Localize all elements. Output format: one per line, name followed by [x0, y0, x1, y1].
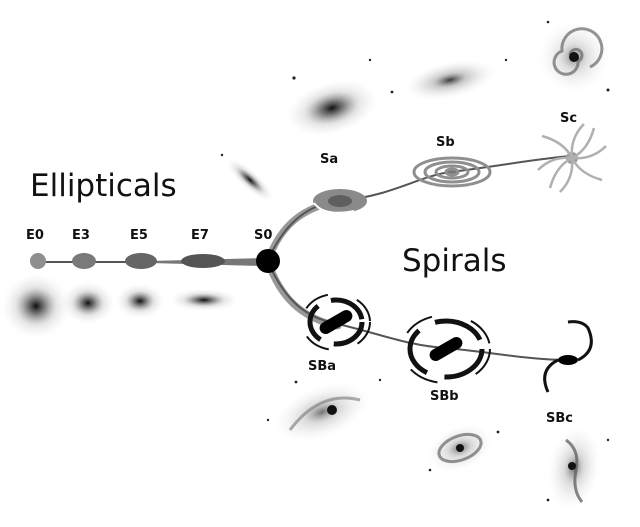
- schematic-s0: [256, 249, 280, 273]
- label-e0: E0: [26, 228, 44, 243]
- schematic-sa: [313, 189, 367, 214]
- photo-s0: [226, 158, 274, 202]
- galaxy-photos: [2, 20, 610, 510]
- labels: Ellipticals Spirals E0 E3 E5 E7 S0 Sa Sb…: [26, 111, 577, 426]
- elliptical-schematics: [30, 249, 280, 273]
- schematic-sbc: [543, 320, 593, 393]
- barred-spiral-schematics: [301, 293, 593, 393]
- label-sba: SBa: [308, 359, 336, 374]
- schematic-e3: [72, 253, 96, 269]
- photo-sc: [538, 21, 610, 93]
- photo-sbc: [547, 426, 601, 510]
- heading-spirals: Spirals: [402, 243, 506, 279]
- label-sbc: SBc: [546, 411, 573, 426]
- photo-sbb: [427, 424, 493, 472]
- schematic-e5: [125, 253, 157, 269]
- photo-e7: [170, 289, 238, 311]
- background-stars: [220, 20, 610, 502]
- label-sa: Sa: [320, 152, 338, 167]
- label-sc: Sc: [560, 111, 577, 126]
- label-s0: S0: [254, 228, 272, 243]
- photo-sa: [287, 80, 377, 136]
- label-sb: Sb: [436, 135, 455, 150]
- schematic-sb: [412, 156, 492, 188]
- label-e7: E7: [191, 228, 209, 243]
- heading-ellipticals: Ellipticals: [30, 168, 177, 204]
- schematic-e0: [30, 253, 46, 269]
- photo-e3: [62, 282, 114, 324]
- label-e5: E5: [130, 228, 148, 243]
- label-e3: E3: [72, 228, 90, 243]
- label-sbb: SBb: [430, 389, 459, 404]
- schematic-sba: [301, 293, 371, 351]
- schematic-e7: [181, 254, 225, 268]
- photo-e0: [2, 274, 70, 338]
- photo-sb: [404, 59, 496, 101]
- photo-e5: [116, 284, 164, 318]
- upper-branch: [267, 155, 573, 261]
- schematic-sc: [537, 123, 607, 193]
- schematic-sbb: [401, 314, 491, 384]
- photo-sba: [274, 382, 370, 442]
- lower-branch: [267, 261, 569, 361]
- spiral-schematics: [313, 123, 607, 214]
